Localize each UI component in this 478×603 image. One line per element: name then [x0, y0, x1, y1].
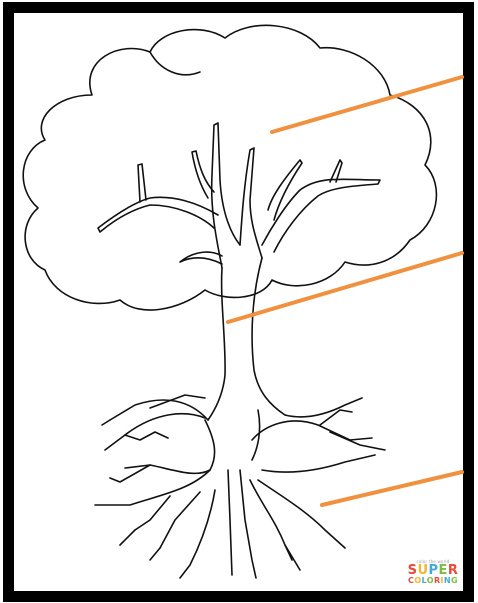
branch-center-right	[240, 148, 262, 258]
tree-crown	[23, 25, 436, 310]
logo-word-coloring: COLORING	[404, 577, 462, 585]
tree-trunk-left	[208, 268, 225, 420]
branch-center	[212, 123, 240, 268]
leader-line-roots	[322, 472, 462, 505]
branch-left	[98, 197, 218, 232]
leader-line-crown	[272, 77, 462, 132]
branch-left-low	[180, 252, 222, 264]
tree-roots	[95, 395, 385, 578]
branch-right-mid	[268, 160, 302, 220]
tree-trunk-right	[252, 258, 285, 415]
crown-inner-lobe	[150, 52, 200, 75]
super-coloring-logo: color the world SUPER COLORING	[404, 560, 462, 585]
twig-left-up	[138, 164, 146, 202]
branch-right	[262, 179, 380, 252]
branch-left-mid	[192, 151, 214, 198]
